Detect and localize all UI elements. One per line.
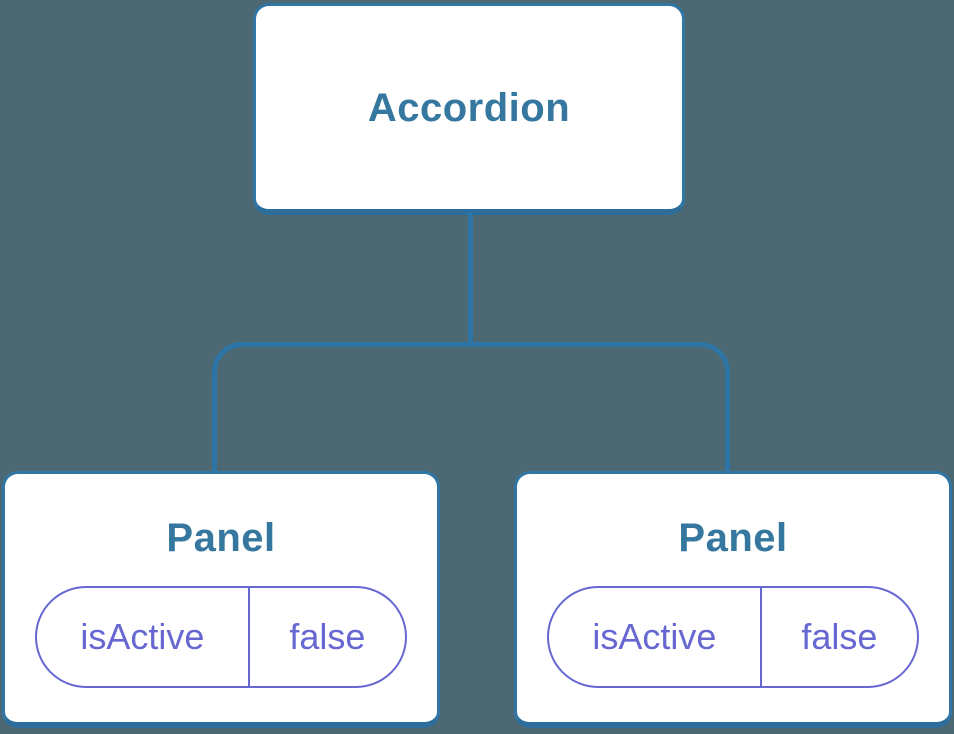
tree-branch-connector	[212, 342, 730, 471]
state-pill: isActive false	[35, 586, 407, 688]
panel-node-label: Panel	[166, 516, 276, 560]
state-prop-value: false	[801, 616, 878, 657]
accordion-node-label: Accordion	[367, 85, 571, 130]
tree-stem-connector	[468, 212, 473, 347]
panel-node-label: Panel	[678, 516, 788, 560]
state-prop-value: false	[289, 616, 366, 657]
state-prop-name: isActive	[37, 588, 250, 686]
panel-node-left: Panel isActive false	[2, 471, 440, 728]
accordion-node: Accordion	[253, 3, 685, 215]
state-pill: isActive false	[547, 586, 919, 688]
state-prop-name: isActive	[549, 588, 762, 686]
panel-node-right: Panel isActive false	[514, 471, 952, 728]
